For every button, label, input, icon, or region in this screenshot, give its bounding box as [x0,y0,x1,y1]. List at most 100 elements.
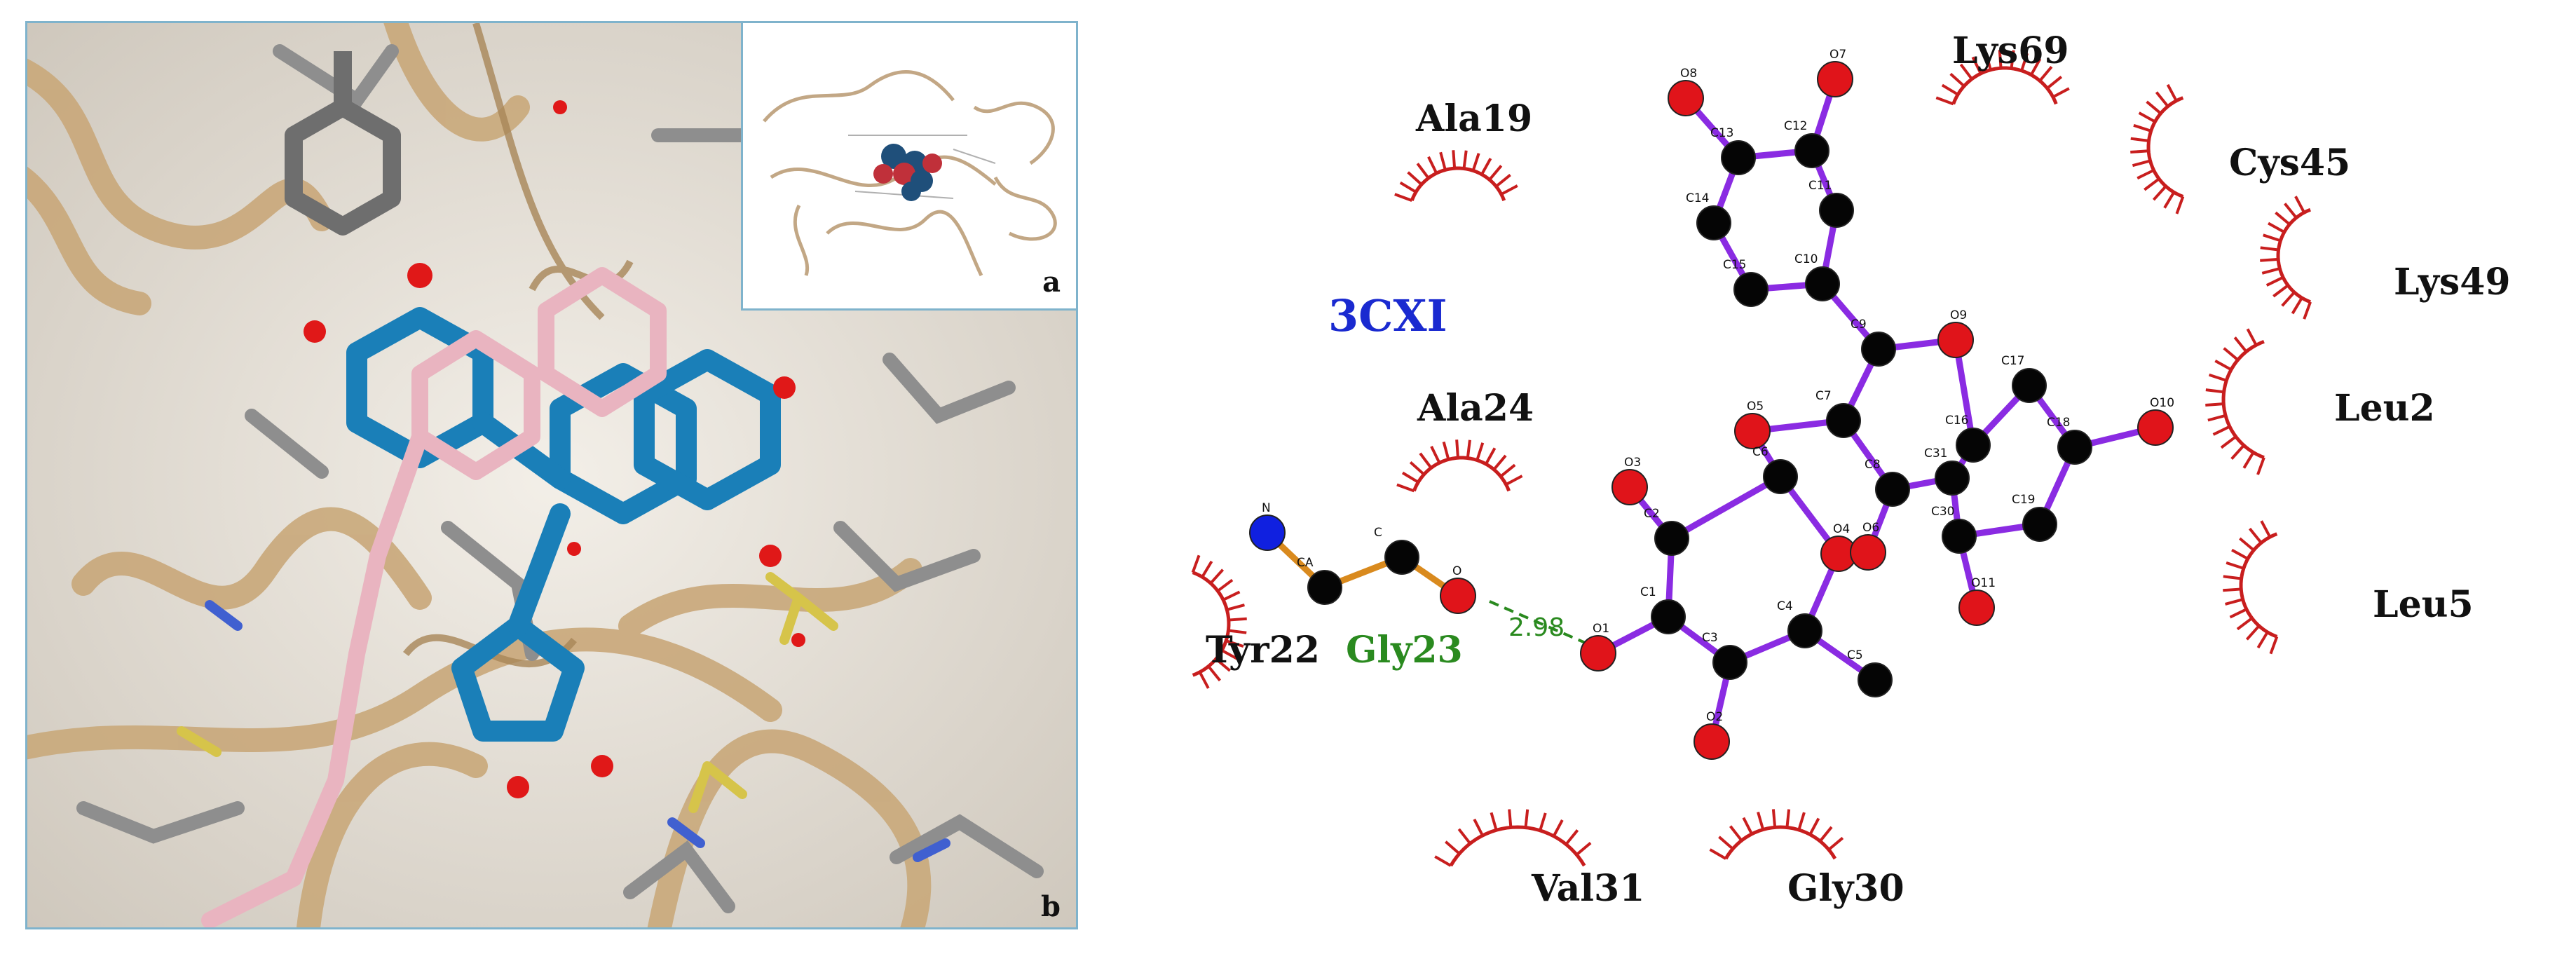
atom-label: C18 [2047,416,2071,430]
ligand-atom-o5 [1734,413,1771,449]
hydrophobic-arc [1191,554,1247,689]
ligand-atom-c13 [1721,140,1756,175]
residue-label-gly30: Gly30 [1787,867,1904,910]
atom-label: O6 [1862,521,1879,535]
ligand-atom-c6 [1763,459,1798,494]
atom-label: C6 [1752,445,1769,459]
hydrophobic-arc [1396,439,1523,493]
atom-label: CA [1297,556,1314,570]
ligand-atom-o11 [1958,589,1995,626]
ligand-atom-c31 [1935,461,1970,496]
atom-label: N [1262,501,1271,515]
atom-label: C30 [1931,505,1955,519]
ligand-atom-c14 [1696,205,1731,240]
gly23-atom-o [1440,578,1476,614]
atom-label: O10 [2150,396,2174,410]
atom-label: C13 [1710,126,1734,140]
gly23-atom-ca [1307,570,1342,605]
ligand-atom-c18 [2057,430,2092,465]
hydrophobic-arc [1935,50,2070,106]
atom-label: O4 [1833,522,1850,536]
residue-label-val31: Val31 [1531,867,1644,910]
atom-label: O9 [1950,308,1967,322]
atom-label: O3 [1624,456,1641,470]
hydrophobic-arc [2223,520,2279,655]
ligand-atom-c2 [1654,521,1689,556]
ligand-atom-o10 [2137,409,2174,446]
atom-label: O5 [1747,400,1764,414]
ligand-atom-c1 [1651,599,1686,634]
atom-label: C5 [1847,648,1863,662]
atom-label: C10 [1794,252,1818,266]
ligand-atom-c15 [1733,272,1769,307]
ligand-atom-c3 [1712,645,1747,680]
atom-label: C19 [2012,493,2036,507]
atom-label: C8 [1865,458,1881,472]
atom-label: C3 [1702,631,1718,645]
ligand-atom-c16 [1956,428,1991,463]
hydrophobic-contact-arcs [1191,50,2312,867]
molecular-3d-view: a b [25,21,1078,929]
gly23-atom-c [1384,540,1419,575]
ligand-atom-c30 [1942,519,1977,554]
ligand-atom-c4 [1787,613,1822,648]
atom-label: C31 [1924,447,1948,461]
atom-label: C16 [1945,414,1969,428]
atom-label: C11 [1808,179,1832,193]
residue-label-gly23: Gly23 [1346,629,1463,672]
hydrophobic-arc [1434,809,1592,867]
atom-label: C17 [2001,354,2025,368]
ligand-atom-o1 [1580,635,1616,672]
ligand-atom-c8 [1875,472,1910,507]
panel-label-b: b [1041,890,1061,923]
ligand-atom-c7 [1826,403,1861,438]
atom-label: C15 [1723,258,1747,272]
atom-label: C12 [1784,119,1808,133]
hbond-distance-label: 2.98 [1508,613,1565,642]
ligand-atom-o9 [1937,322,1974,358]
atom-label: C4 [1777,599,1793,613]
hydrophobic-arc [1394,150,1518,202]
hydrophobic-arc [1709,809,1844,860]
atom-label: C14 [1686,191,1710,205]
residue-label-leu5: Leu5 [2373,583,2474,626]
panel-label-a: a [1042,266,1061,299]
ligand-atom-o2 [1694,723,1730,760]
atom-label: O7 [1829,48,1846,62]
atom-label: O1 [1593,622,1609,636]
overview-structure-render [743,23,1076,308]
atom-label: O11 [1971,576,1996,590]
residue-label-ala19: Ala19 [1415,97,1532,140]
residue-label-tyr22: Tyr22 [1206,629,1320,672]
residue-label-lys49: Lys49 [2394,261,2511,304]
protein-id-label: 3CXI [1328,290,1447,341]
ligand-atom-o6 [1850,534,1886,571]
hydrophobic-arc [2260,196,2312,320]
ligand-bond [1668,473,1784,542]
overview-inset: a [741,23,1076,311]
hydrophobic-arc [2130,83,2185,214]
residue-label-lys69: Lys69 [1952,29,2069,72]
ligand-atom-c12 [1794,133,1829,168]
ligand-atom-o8 [1668,80,1704,116]
ligand-atom-c17 [2012,368,2047,403]
atom-label: C9 [1851,318,1867,332]
atom-label: C2 [1644,507,1660,521]
atom-label: C7 [1815,389,1832,403]
ligand-atom-o3 [1611,469,1648,505]
atom-label: O2 [1706,710,1723,724]
hydrogen-bond: 2.98 [1489,600,1599,650]
ligand-atom-o7 [1817,61,1853,97]
ligand-atom-c11 [1819,193,1854,228]
residue-label-leu2: Leu2 [2334,387,2435,430]
ligand-atom-c10 [1805,266,1840,301]
atom-label: O8 [1680,67,1697,81]
ligand-atom-c9 [1861,332,1896,367]
atom-label: O [1452,564,1461,578]
atom-label: C [1374,526,1382,540]
ligand-atom-c19 [2022,507,2057,542]
ligand-atoms [1249,61,2174,760]
